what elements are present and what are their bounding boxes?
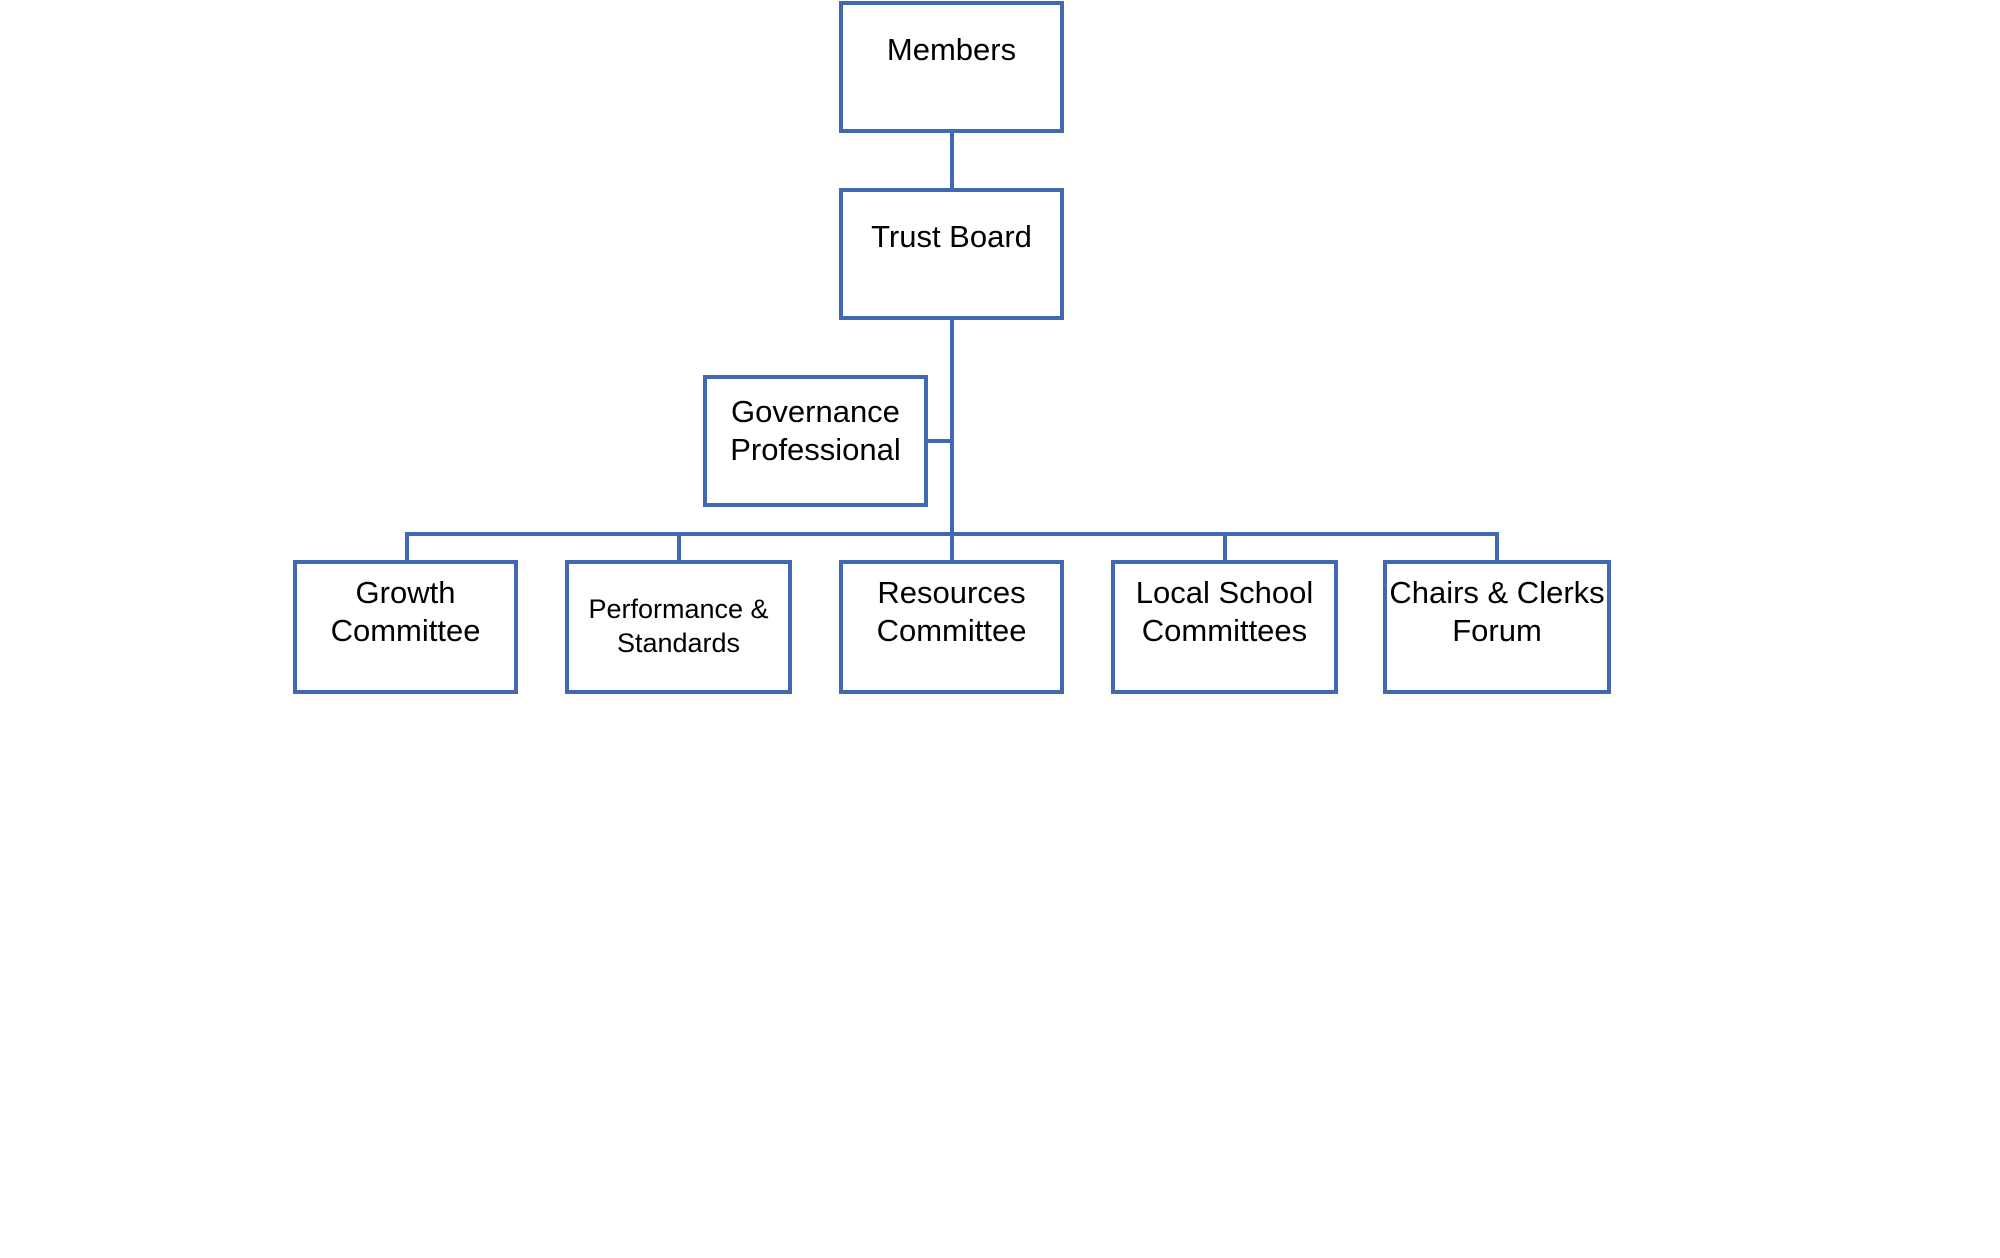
node-governance-professional: Governance Professional — [703, 375, 928, 507]
node-resources-committee-label: Resources Committee — [876, 575, 1027, 648]
node-chairs-clerks-forum-label: Chairs & Clerks Forum — [1389, 575, 1605, 648]
node-local-school-committees: Local School Committees — [1111, 560, 1338, 694]
node-performance-standards-label: Performance & Standards — [588, 594, 769, 658]
node-governance-professional-label: Governance Professional — [730, 394, 901, 467]
node-chairs-clerks-forum: Chairs & Clerks Forum — [1383, 560, 1611, 694]
node-performance-standards: Performance & Standards — [565, 560, 792, 694]
node-members-label: Members — [886, 32, 1017, 67]
node-growth-committee-label: Growth Committee — [330, 575, 481, 648]
node-trust-board: Trust Board — [839, 188, 1064, 320]
node-growth-committee: Growth Committee — [293, 560, 518, 694]
node-members: Members — [839, 1, 1064, 133]
node-local-school-committees-label: Local School Committees — [1135, 575, 1314, 648]
node-resources-committee: Resources Committee — [839, 560, 1064, 694]
node-trust-board-label: Trust Board — [871, 219, 1032, 254]
